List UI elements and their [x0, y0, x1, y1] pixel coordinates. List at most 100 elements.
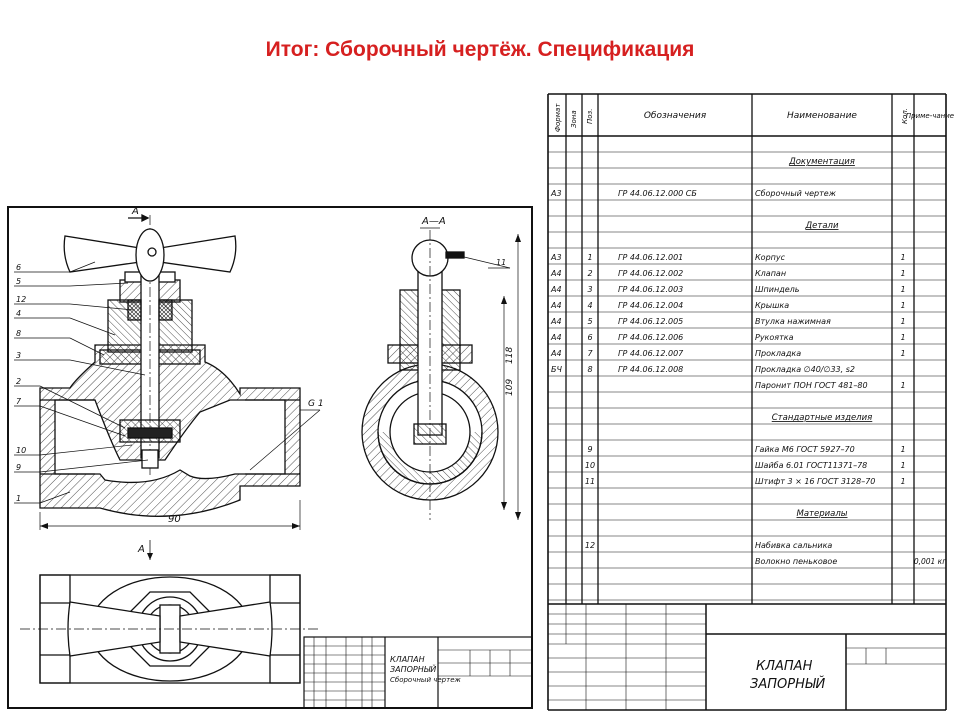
drawing-tb-doctype: Сборочный чертеж [390, 676, 461, 684]
spec-name: Крышка [755, 301, 789, 310]
callout-3: 3 [16, 351, 21, 360]
callout-10: 10 [16, 446, 26, 455]
spec-name: Сборочный чертеж [755, 189, 837, 198]
callout-11: 11 [496, 258, 506, 267]
spec-pos: 10 [585, 461, 595, 470]
drawing-tb-name-1: КЛАПАН [390, 655, 425, 664]
spec-tb-name-2: ЗАПОРНЫЙ [750, 676, 825, 692]
spec-title-block: КЛАПАН ЗАПОРНЫЙ [548, 603, 946, 710]
section-view-label: А—А [421, 216, 446, 227]
callout-1: 1 [16, 494, 21, 503]
callout-4: 4 [16, 309, 21, 318]
spec-name: Набивка сальника [755, 541, 832, 550]
spec-format: А4 [550, 349, 562, 358]
callout-9: 9 [16, 463, 21, 472]
thread-label: G 1 [308, 399, 324, 409]
top-view: А [20, 540, 320, 684]
drawing-title-block: КЛАПАН ЗАПОРНЫЙ Сборочный чертеж [303, 636, 533, 709]
spec-name: Втулка нажимная [755, 317, 831, 326]
spec-designation: ГР 44.06.12.001 [618, 253, 683, 262]
spec-pos: 3 [587, 285, 592, 294]
front-view: А 90 G 1 [39, 206, 324, 530]
dimension-90: 90 [168, 514, 181, 525]
spec-pos: 6 [587, 333, 592, 342]
dimension-109: 109 [505, 379, 515, 396]
spec-qty: 1 [900, 253, 905, 262]
spec-designation: ГР 44.06.12.005 [618, 317, 683, 326]
header-zone: Зона [570, 110, 578, 128]
specification-sheet: Формат Зона Поз. Обозначения Наименование Кол… [547, 93, 954, 711]
callout-7: 7 [16, 397, 22, 406]
spec-name: Клапан [755, 269, 786, 278]
spec-section-title: Документация [788, 157, 855, 167]
spec-format: А3 [550, 253, 562, 262]
callout-5: 5 [16, 277, 21, 286]
spec-format: БЧ [551, 365, 562, 374]
spec-designation: ГР 44.06.12.003 [618, 285, 683, 294]
slide-title: Итог: Сборочный чертёж. Спецификация [265, 38, 695, 61]
spec-qty: 1 [900, 301, 905, 310]
spec-section-title: Материалы [797, 509, 848, 519]
spec-name: Паронит ПОН ГОСТ 481–80 [755, 381, 868, 390]
spec-name: Прокладка ∅40/∅33, s2 [755, 365, 855, 374]
header-qty: Кол. [901, 108, 909, 124]
section-label-a: А [131, 206, 139, 217]
spec-designation: ГР 44.06.12.000 СБ [618, 189, 697, 198]
spec-designation: ГР 44.06.12.004 [618, 301, 683, 310]
spec-name: Шайба 6.01 ГОСТ11371–78 [755, 461, 867, 470]
spec-name: Волокно пеньковое [755, 557, 837, 566]
callout-8: 8 [16, 329, 21, 338]
callout-labels: 6 5 12 4 8 3 2 7 10 9 1 [16, 263, 26, 503]
spec-note: 0,001 кг [914, 557, 946, 566]
spec-tb-name-1: КЛАПАН [756, 659, 813, 674]
drawing-tb-name-2: ЗАПОРНЫЙ [390, 663, 436, 674]
header-name: Наименование [787, 111, 857, 121]
callout-2: 2 [16, 377, 21, 386]
spec-pos: 8 [587, 365, 592, 374]
spec-format: А4 [550, 285, 562, 294]
spec-format: А4 [550, 269, 562, 278]
drawing-frame [7, 206, 533, 709]
spec-pos: 11 [585, 477, 595, 486]
spec-designation: ГР 44.06.12.002 [618, 269, 683, 278]
assembly-drawing: А 90 G 1 6 5 12 4 8 3 2 7 10 9 1 [7, 206, 533, 709]
side-section-view: А—А 11 109 118 [361, 216, 521, 520]
spec-qty: 1 [900, 445, 905, 454]
header-note: Приме-чание [906, 112, 954, 120]
spec-format: А4 [550, 333, 562, 342]
spec-pos: 4 [587, 301, 592, 310]
spec-format: А4 [550, 301, 562, 310]
spec-qty: 1 [900, 477, 905, 486]
header-designation: Обозначения [644, 111, 707, 121]
spec-qty: 1 [900, 285, 905, 294]
section-label-a-top: А [137, 544, 145, 555]
spec-name: Штифт 3 × 16 ГОСТ 3128–70 [755, 477, 875, 486]
spec-qty: 1 [900, 269, 905, 278]
spec-pos: 12 [585, 541, 595, 550]
spec-name: Прокладка [755, 349, 801, 358]
spec-name: Гайка М6 ГОСТ 5927–70 [755, 445, 855, 454]
spec-designation: ГР 44.06.12.006 [618, 333, 683, 342]
spec-pos: 2 [587, 269, 592, 278]
spec-format: А4 [550, 317, 562, 326]
spec-pos: 7 [587, 349, 593, 358]
spec-name: Корпус [755, 253, 786, 262]
spec-designation: ГР 44.06.12.008 [618, 365, 683, 374]
spec-name: Шпиндель [755, 285, 800, 294]
spec-qty: 1 [900, 349, 905, 358]
spec-qty: 1 [900, 461, 905, 470]
callout-6: 6 [16, 263, 21, 272]
spec-pos: 1 [587, 253, 592, 262]
dimension-118: 118 [505, 347, 515, 364]
header-pos: Поз. [586, 109, 594, 125]
callout-12: 12 [16, 295, 26, 304]
spec-name: Рукоятка [755, 333, 794, 342]
spec-format: А3 [550, 189, 562, 198]
spec-pos: 5 [587, 317, 592, 326]
header-format: Формат [554, 103, 562, 132]
callout-leaders [14, 261, 149, 504]
spec-designation: ГР 44.06.12.007 [618, 349, 684, 358]
spec-pos: 9 [587, 445, 592, 454]
spec-qty: 1 [900, 381, 905, 390]
spec-section-title: Детали [805, 221, 839, 231]
